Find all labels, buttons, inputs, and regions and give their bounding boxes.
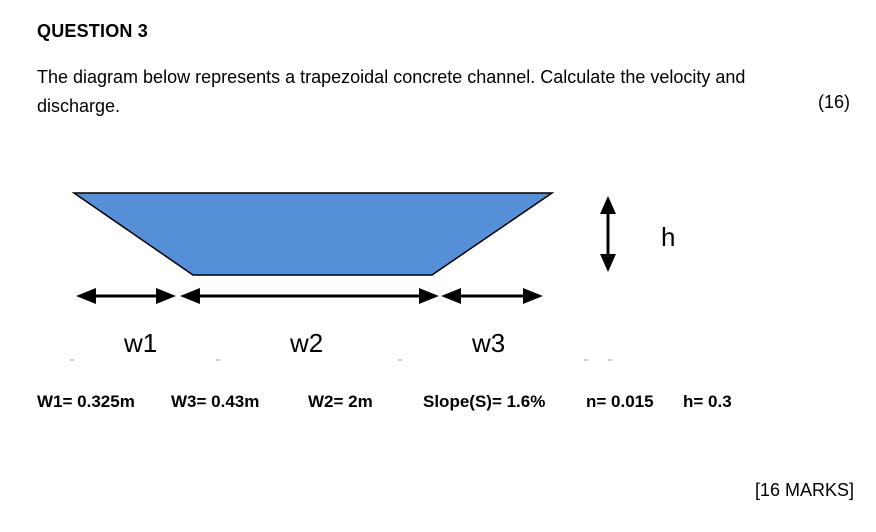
w2-dimension-arrow — [180, 288, 439, 304]
param-w3: W3= 0.43m — [171, 392, 260, 411]
total-marks: [16 MARKS] — [754, 480, 854, 500]
w1-label: w1 — [123, 328, 157, 358]
trapezoid-channel-diagram: w1 w2 w3 h — [70, 192, 675, 361]
channel-cross-section — [71, 192, 555, 276]
w1-dimension-arrow — [76, 288, 176, 304]
param-w2: W2= 2m — [308, 392, 373, 411]
w2-label: w2 — [289, 328, 323, 358]
param-w1: W1= 0.325m — [37, 392, 135, 411]
h-dimension-arrow — [600, 196, 616, 272]
question-marks: (16) — [817, 92, 850, 112]
param-n: n= 0.015 — [586, 392, 654, 411]
w3-dimension-arrow — [441, 288, 543, 304]
param-slope: Slope(S)= 1.6% — [423, 392, 546, 411]
h-label: h — [661, 222, 675, 252]
w3-label: w3 — [471, 328, 505, 358]
parameter-list: W1= 0.325m W3= 0.43m W2= 2m Slope(S)= 1.… — [37, 392, 732, 532]
param-h: h= 0.3 — [683, 392, 732, 411]
question-text: The diagram below represents a trapezoid… — [37, 67, 746, 116]
question-heading: QUESTION 3 — [37, 21, 149, 41]
